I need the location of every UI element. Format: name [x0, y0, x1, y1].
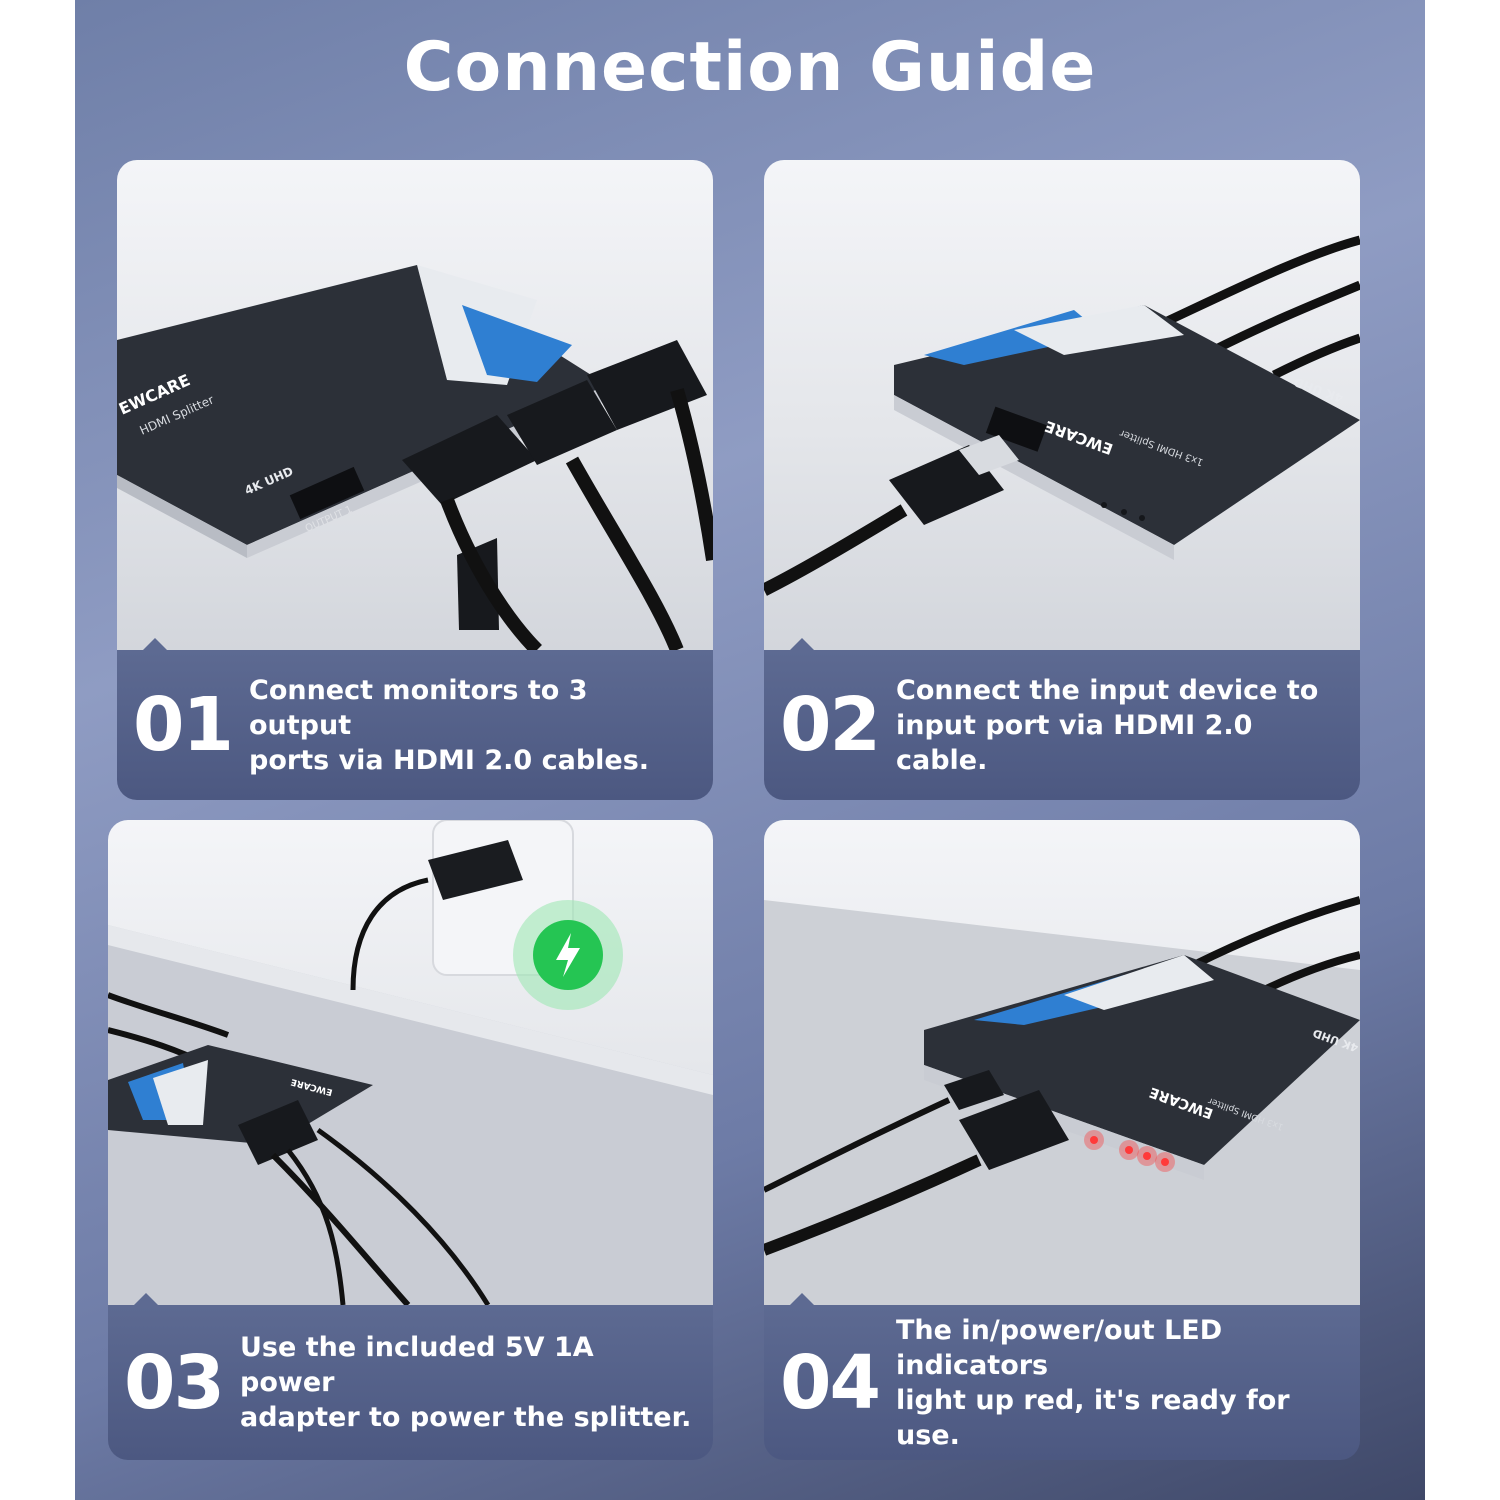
- step-number: 03: [124, 1339, 225, 1426]
- step-description-line2: input port via HDMI 2.0 cable.: [896, 709, 1253, 776]
- step-description-line1: Connect the input device to: [896, 674, 1319, 706]
- led-indicator: [1139, 515, 1145, 521]
- step-description: The in/power/out LED indicators light up…: [896, 1313, 1344, 1453]
- step-3-caption: 03 Use the included 5V 1A power adapter …: [108, 1293, 713, 1460]
- led-indicator: [1125, 1146, 1133, 1154]
- splitter-power-illustration: EWCARE: [108, 820, 713, 1305]
- power-adapter: [428, 840, 523, 900]
- step-card-2: EWCARE 1x3 HDMI Splitter 4K UHD 02 Conne…: [764, 160, 1360, 800]
- step-1-photo: EWCARE HDMI Splitter 4K UHD OUTPUT 1: [117, 160, 713, 650]
- step-2-photo: EWCARE 1x3 HDMI Splitter 4K UHD: [764, 160, 1360, 650]
- lightning-icon: [556, 933, 580, 977]
- step-description-line2: adapter to power the splitter.: [240, 1402, 692, 1433]
- caption-pointer: [143, 638, 167, 650]
- step-card-4: EWCARE 1x3 HDMI Splitter 4K UHD 04: [764, 820, 1360, 1460]
- led-indicator: [1101, 502, 1107, 508]
- hdmi-port-icon: [289, 466, 365, 520]
- step-4-photo: EWCARE 1x3 HDMI Splitter 4K UHD: [764, 820, 1360, 1305]
- step-number: 01: [133, 682, 234, 768]
- step-description-line1: Use the included 5V 1A power: [240, 1332, 594, 1398]
- step-number: 02: [780, 682, 881, 768]
- step-1-caption: 01 Connect monitors to 3 output ports vi…: [117, 638, 713, 800]
- step-number: 04: [780, 1339, 881, 1426]
- caption-pointer: [790, 1293, 814, 1305]
- caption-pointer: [134, 1293, 158, 1305]
- page-title: Connection Guide: [403, 28, 1097, 107]
- step-description-line1: The in/power/out LED indicators: [896, 1314, 1223, 1381]
- splitter-input-illustration: EWCARE 1x3 HDMI Splitter 4K UHD: [764, 235, 1360, 596]
- step-2-caption: 02 Connect the input device to input por…: [764, 638, 1360, 800]
- led-indicator: [1143, 1152, 1151, 1160]
- step-description-line1: Connect monitors to 3 output: [249, 674, 588, 741]
- caption-pointer: [790, 638, 814, 650]
- led-indicator: [1161, 1158, 1169, 1166]
- splitter-output-illustration: EWCARE HDMI Splitter 4K UHD OUTPUT 1: [117, 265, 713, 650]
- step-card-1: EWCARE HDMI Splitter 4K UHD OUTPUT 1 01 …: [117, 160, 713, 800]
- step-description: Connect the input device to input port v…: [896, 673, 1344, 778]
- step-description: Use the included 5V 1A power adapter to …: [240, 1330, 697, 1435]
- connection-guide-poster: Connection Guide EWCARE HDMI Splitter 4K…: [75, 0, 1425, 1500]
- led-indicator: [1121, 509, 1127, 515]
- step-description: Connect monitors to 3 output ports via H…: [249, 673, 697, 778]
- step-4-caption: 04 The in/power/out LED indicators light…: [764, 1293, 1360, 1460]
- led-indicator: [1090, 1136, 1098, 1144]
- hdmi-port-icon: [985, 406, 1048, 452]
- step-3-photo: EWCARE: [108, 820, 713, 1305]
- step-card-3: EWCARE 03 Use the included 5V 1A power a…: [108, 820, 713, 1460]
- step-description-line2: light up red, it's ready for use.: [896, 1384, 1290, 1451]
- splitter-led-illustration: EWCARE 1x3 HDMI Splitter 4K UHD: [764, 896, 1360, 1305]
- step-description-line2: ports via HDMI 2.0 cables.: [249, 744, 650, 776]
